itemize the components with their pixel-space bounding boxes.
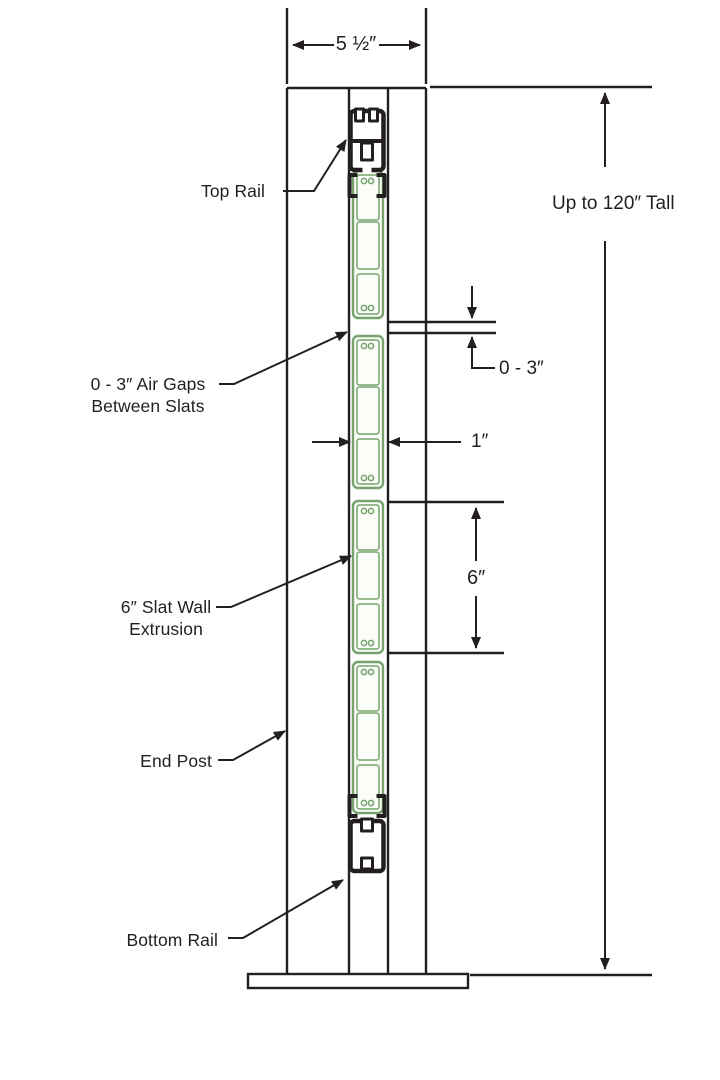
slat-extrusion-leader — [216, 555, 352, 608]
slat — [351, 334, 385, 490]
height-dimension-text: Up to 120″ Tall — [552, 193, 675, 214]
end-post-label: End Post — [140, 751, 212, 771]
air-gap-dimension — [387, 286, 496, 369]
top-rail-label: Top Rail — [200, 181, 265, 201]
air-gaps-label-line1: 0 - 3″ Air Gaps — [90, 374, 206, 394]
top-rail-profile — [347, 107, 387, 198]
base-plate — [246, 972, 470, 990]
slat-extrusion-label: 6″ Slat Wall Extrusion — [110, 596, 222, 640]
slat-stack — [351, 169, 385, 815]
air-gaps-leader — [219, 331, 348, 385]
bottom-rail-profile — [347, 794, 387, 874]
top-rail-leader — [283, 139, 347, 192]
air-gap-dimension-text: 0 - 3″ — [499, 358, 544, 379]
width-dimension — [285, 8, 428, 84]
slat-height-dimension-text: 6″ — [467, 567, 486, 589]
slat-extrusion-label-line2: Extrusion — [129, 619, 203, 639]
slat — [351, 169, 385, 320]
air-gaps-label: 0 - 3″ Air Gaps Between Slats — [86, 373, 210, 417]
slat-extrusion-label-line1: 6″ Slat Wall — [120, 597, 212, 617]
width-dimension-text: 5 ½″ — [335, 33, 377, 55]
slat — [351, 499, 385, 655]
end-post-leader — [218, 730, 286, 761]
leader-lines — [216, 139, 352, 939]
slat-height-dimension — [387, 500, 504, 655]
air-gaps-label-line2: Between Slats — [91, 396, 205, 416]
bottom-rail-label: Bottom Rail — [126, 930, 218, 950]
height-dimension — [430, 85, 652, 977]
slat — [351, 660, 385, 815]
slat-thickness-dimension-text: 1″ — [471, 431, 489, 452]
bottom-rail-leader — [228, 879, 344, 939]
